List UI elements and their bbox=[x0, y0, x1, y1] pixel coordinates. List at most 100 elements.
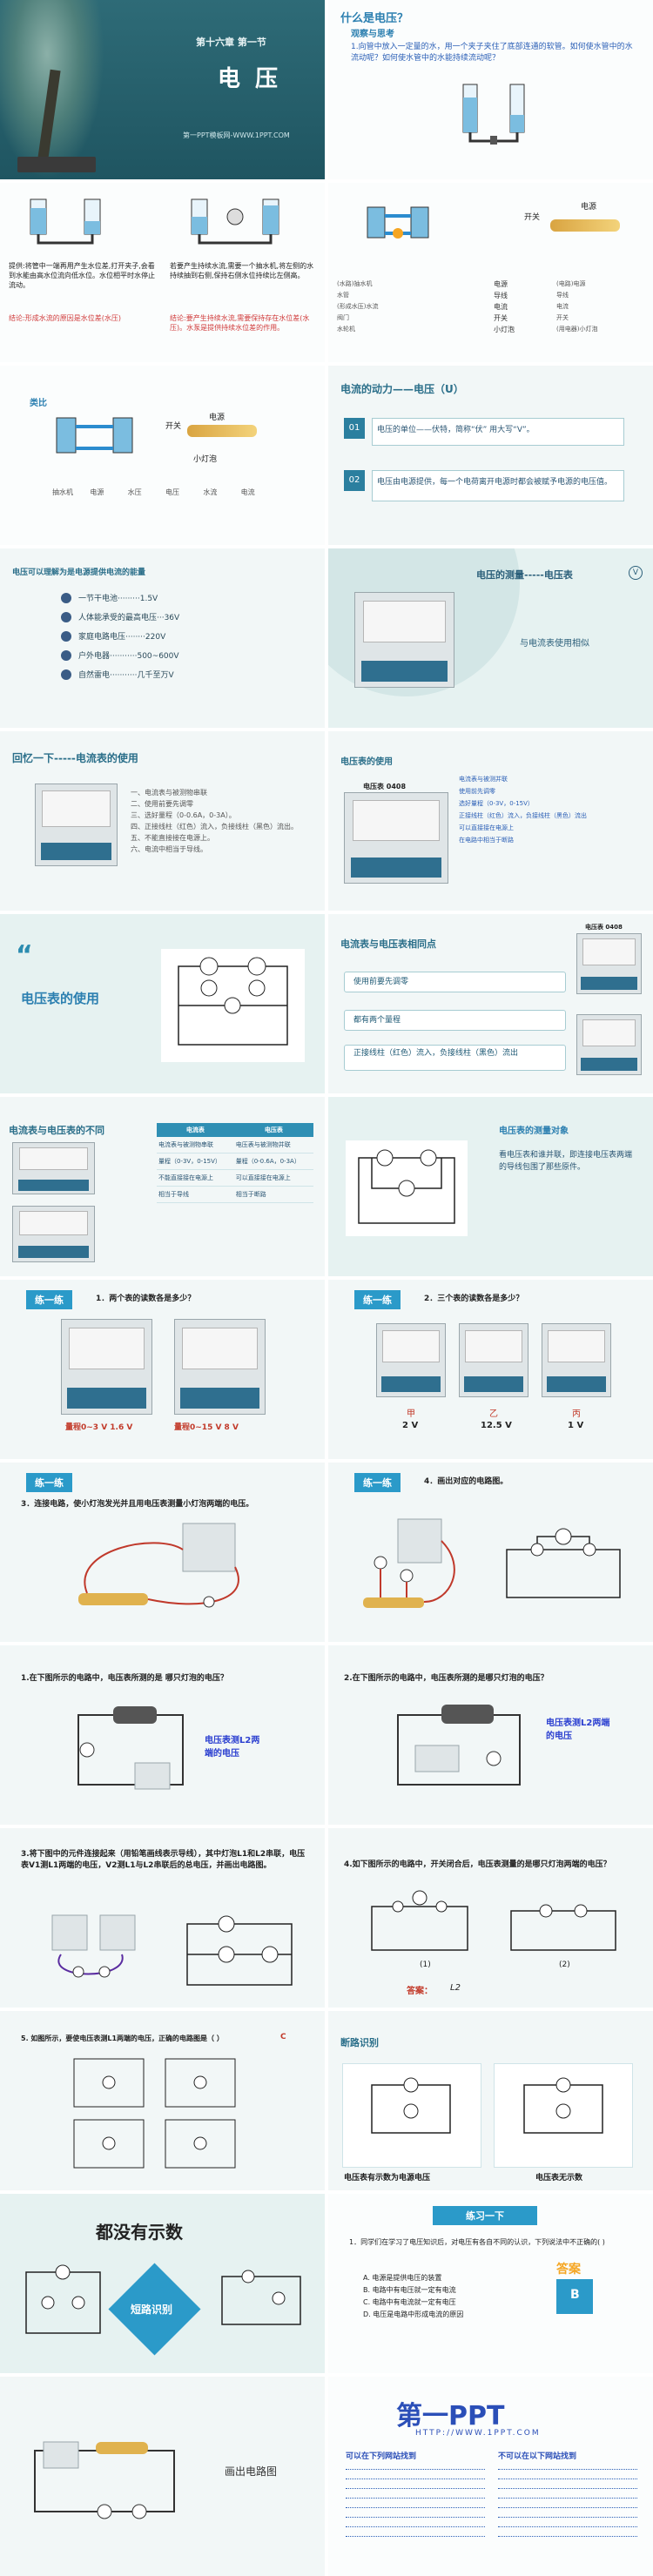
component-wiring bbox=[51, 1914, 136, 1978]
rule-item: 六、电流中相当于导线。 bbox=[131, 845, 207, 853]
meter-image-1 bbox=[61, 1319, 152, 1415]
link-line[interactable] bbox=[346, 2483, 485, 2489]
meter-letter: 丙 bbox=[572, 1409, 581, 1419]
voltmeter-image bbox=[576, 933, 642, 994]
table-cell: 不能直接接在电源上 bbox=[157, 1169, 234, 1187]
slide-title: 什么是电压？ bbox=[340, 12, 409, 25]
levels-list: 一节干电池·········1.5V 人体能承受的最高电压···36V 家庭电路… bbox=[61, 592, 179, 688]
rule-item: 可以直接接在电源上 bbox=[459, 824, 514, 831]
link-line[interactable] bbox=[346, 2464, 485, 2470]
circuit-photo-diagram bbox=[77, 1706, 184, 1790]
link-line[interactable] bbox=[346, 2492, 485, 2499]
label-row: 开关 bbox=[494, 314, 508, 322]
circuit-diagram bbox=[506, 1528, 621, 1598]
meter-image-jia bbox=[376, 1323, 446, 1397]
slide-short-circuit: 都没有示数 短路识别 bbox=[0, 2194, 325, 2373]
water-tank-diagram-left bbox=[30, 198, 101, 245]
similarity-text: 与电流表使用相似 bbox=[520, 639, 589, 649]
reading-1: 量程0~3 V 1.6 V bbox=[65, 1423, 133, 1432]
wiring-diagram bbox=[363, 1518, 455, 1608]
link-line[interactable] bbox=[346, 2473, 485, 2479]
link-line[interactable] bbox=[498, 2521, 637, 2527]
switch-label: 开关 bbox=[524, 213, 541, 222]
link-line[interactable] bbox=[498, 2502, 637, 2508]
level-row: 人体能承受的最高电压···36V bbox=[61, 611, 179, 622]
caption-left: 电压表有示数为电源电压 bbox=[344, 2174, 431, 2183]
col1-links[interactable] bbox=[346, 2464, 485, 2540]
link-line[interactable] bbox=[346, 2531, 485, 2537]
circuit-diagram bbox=[346, 1140, 468, 1236]
label-row: 开关 bbox=[556, 314, 569, 321]
option-item[interactable]: A. 电源是提供电压的装置 bbox=[363, 2274, 442, 2282]
analogy-right-col: (电路)电源 导线 电流 开关 (用电器)小灯泡 bbox=[556, 279, 597, 335]
option-item[interactable]: B. 电路中有电压就一定有电流 bbox=[363, 2286, 456, 2294]
link-line[interactable] bbox=[498, 2492, 637, 2499]
slide-differences: 电流表与电压表的不同 电流表电压表 电流表与被测物串联电压表与被测物并联 量程（… bbox=[0, 1097, 325, 1276]
analogy-term: 水压 bbox=[127, 488, 142, 496]
bonsai-pot bbox=[17, 157, 96, 172]
item-number: 01 bbox=[344, 418, 365, 439]
option-item[interactable]: D. 电压是电路中形成电流的原因 bbox=[363, 2310, 464, 2318]
slide-practice-quiz: 练习一下 1．同学们在学习了电压知识后，对电压有各自不同的认识，下列说法中不正确… bbox=[328, 2194, 653, 2373]
slide-practice-2: 练一练 2．三个表的读数各是多少？ 甲 乙 丙 2 V 12.5 V 1 V bbox=[328, 1280, 653, 1459]
practice-tag: 练一练 bbox=[354, 1290, 401, 1309]
logo-text: 第一PPT bbox=[396, 2401, 505, 2431]
item-number: 02 bbox=[344, 470, 365, 491]
slide-water-pressure: 提供:将管中一端再用产生水位差,打开夹子,会看到水能由高水位流向低水位。水位相平… bbox=[0, 183, 325, 362]
slide-title: 断路识别 bbox=[340, 2037, 379, 2048]
slide-title: 电流的动力——电压（U） bbox=[340, 383, 464, 395]
rule-item: 三、选好量程（0-0.6A，0-3A）。 bbox=[131, 811, 236, 819]
table-row: 相当于导线相当于断路 bbox=[157, 1186, 313, 1203]
analogy-term: 电源 bbox=[90, 488, 104, 496]
link-line[interactable] bbox=[346, 2512, 485, 2518]
item-text: 电压的单位——伏特，简称“伏” 用大写“V”。 bbox=[372, 418, 624, 446]
slide-question-3: 3.将下图中的元件连接起来（用铅笔画线表示导线），其中灯泡L1和L2串联，电压表… bbox=[0, 1828, 325, 2008]
slide-title: 电压表的使用 bbox=[340, 757, 393, 767]
level-text: 户外电器···········500~600V bbox=[78, 652, 179, 661]
battery-icon bbox=[550, 219, 620, 232]
answer-box bbox=[556, 2279, 593, 2314]
slide-practice-1: 练一练 1．两个表的读数各是多少？ 量程0~3 V 1.6 V 量程0~15 V… bbox=[0, 1280, 325, 1459]
question-text: 1.向管中放入一定量的水，用一个夹子夹住了底部连通的软管。如何使水管中的水流动呢… bbox=[351, 43, 633, 63]
slide-title: 电压表的使用 bbox=[21, 991, 100, 1006]
voltmeter-rules: 电流表与被测并联 使用前先调零 选好量程（0-3V，0-15V） 正接线柱（红色… bbox=[459, 775, 642, 845]
link-line[interactable] bbox=[346, 2521, 485, 2527]
link-line[interactable] bbox=[498, 2483, 637, 2489]
link-line[interactable] bbox=[498, 2473, 637, 2479]
link-line[interactable] bbox=[498, 2512, 637, 2518]
link-line[interactable] bbox=[498, 2531, 637, 2537]
meter-label: 电压表 0408 bbox=[363, 783, 407, 790]
col2-links[interactable] bbox=[498, 2464, 637, 2540]
answer-text: 电压表测L2两端的电压 bbox=[546, 1718, 610, 1741]
option-item[interactable]: C. 电路中有电流就一定有电压 bbox=[363, 2298, 456, 2306]
col2-title: 不可以在以下网站找到 bbox=[498, 2452, 577, 2461]
link-line[interactable] bbox=[346, 2502, 485, 2508]
question-text: 1．两个表的读数各是多少？ bbox=[96, 1295, 196, 1303]
similarity-1: 使用前要先调零 bbox=[344, 972, 566, 992]
table-row: 不能直接接在电源上可以直接接在电源上 bbox=[157, 1169, 313, 1187]
analogy-term: 水流 bbox=[203, 488, 218, 496]
circuit-diagram bbox=[186, 1915, 293, 1986]
similarity-3: 正接线柱（红色）流入，负接线柱（黑色）流出 bbox=[344, 1045, 566, 1071]
chapter-label: 第十六章 第一节 bbox=[196, 37, 266, 48]
question-text: 2.在下图所示的电路中，电压表所测的是哪只灯泡的电压？ bbox=[344, 1674, 549, 1683]
slide-ammeter-recall: 回忆一下-----电流表的使用 一、电流表与被测物串联 二、使用前要先调零 三、… bbox=[0, 731, 325, 911]
question-text: 4.如下图所示的电路中，开关闭合后，电压表测量的是哪只灯泡两端的电压？ bbox=[344, 1860, 611, 1869]
quote-mark: “ bbox=[16, 940, 33, 971]
circuit-diagram bbox=[161, 949, 305, 1062]
meter-value: 1 V bbox=[568, 1421, 584, 1430]
options-list: A. 电源是提供电压的装置 B. 电路中有电压就一定有电流 C. 电路中有电流就… bbox=[363, 2272, 463, 2321]
slide-cover: 第十六章 第一节 电 压 第一PPT模板网-WWW.1PPT.COM bbox=[0, 0, 325, 179]
slide-analogy: 类比 开关 电源 小灯泡 抽水机 电源 水压 电压 水流 电流 bbox=[0, 366, 325, 545]
slide-open-circuit: 断路识别 电压表有示数为电源电压 电压表无示数 bbox=[328, 2011, 653, 2190]
meter-image-yi bbox=[459, 1323, 528, 1397]
analogy-water-diagram bbox=[367, 206, 429, 239]
ammeter-image bbox=[35, 784, 118, 866]
analogy-term: 电流 bbox=[240, 488, 255, 496]
level-text: 一节干电池·········1.5V bbox=[78, 595, 158, 603]
link-line[interactable] bbox=[498, 2464, 637, 2470]
analogy-header: 类比 bbox=[30, 399, 47, 408]
label-row: 小灯泡 bbox=[494, 326, 515, 333]
item-1: 01 电压的单位——伏特，简称“伏” 用大写“V”。 bbox=[344, 418, 631, 453]
wiring-diagram bbox=[78, 1523, 239, 1608]
